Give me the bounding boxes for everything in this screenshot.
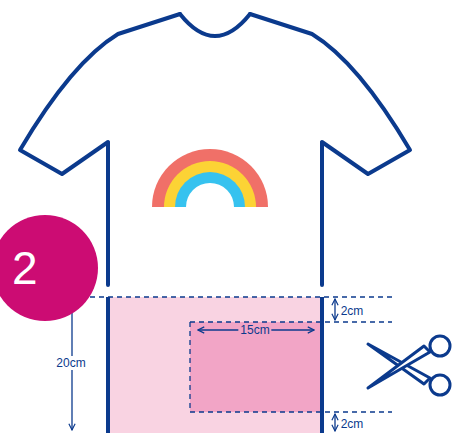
rainbow-yellow [164, 161, 256, 207]
dimension-label: 15cm [238, 323, 271, 337]
dimension-arrow [334, 299, 335, 320]
dimension-label: 2cm [339, 417, 366, 431]
dimension-arrow [334, 414, 335, 431]
scissors-handle [430, 375, 450, 395]
step-number-circle: 2 [0, 215, 98, 321]
cut-lines [90, 297, 392, 412]
tshirt-right-side [250, 14, 410, 285]
dimension-label: 20cm [54, 356, 87, 370]
scissors-blade [368, 346, 430, 388]
dashed-line [190, 411, 392, 412]
rainbow [152, 149, 268, 207]
rainbow-red [152, 149, 268, 207]
dashed-line [189, 322, 190, 412]
rainbow-blue [175, 172, 245, 207]
dimension-label: 2cm [339, 304, 366, 318]
dashed-line [190, 321, 392, 322]
tshirt-neckline [180, 14, 250, 36]
dashed-line [90, 296, 392, 297]
step-number: 2 [12, 243, 38, 293]
scissors-icon [368, 336, 450, 395]
rainbow-center [186, 183, 234, 207]
hem-side [320, 297, 324, 433]
scissors-handle [430, 336, 450, 356]
cut-piece [190, 322, 322, 412]
dimension-arrows [72, 299, 335, 431]
hem-side [106, 297, 110, 433]
